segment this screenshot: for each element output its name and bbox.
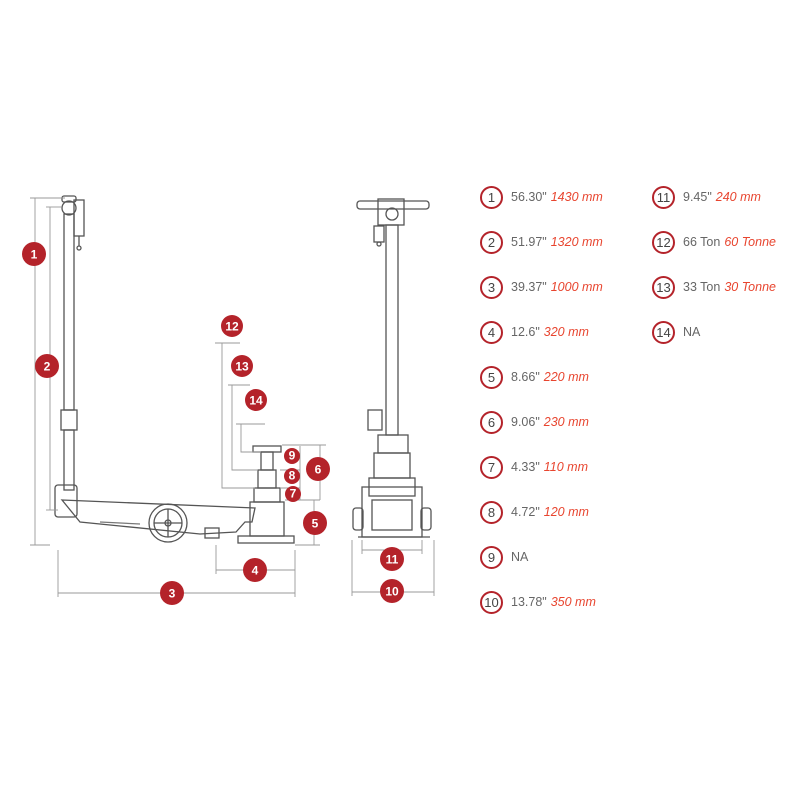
marker-circle-4 [243, 558, 267, 582]
marker-label-9: 9 [289, 449, 296, 463]
handle-tube-upper [63, 213, 75, 411]
marker-label-3: 3 [169, 587, 176, 601]
rear-wheel [148, 503, 188, 543]
marker-circle-13 [231, 355, 253, 377]
marker-circle-11 [380, 547, 404, 571]
marker-label-14: 14 [249, 394, 263, 408]
marker-label-12: 12 [225, 320, 239, 334]
front-handle-bar [356, 198, 430, 247]
marker-label-1: 1 [31, 248, 38, 262]
marker-circle-6 [306, 457, 330, 481]
lift-cylinder [237, 445, 295, 544]
marker-circle-3 [160, 581, 184, 605]
front-view [352, 198, 432, 538]
marker-circle-7 [285, 486, 301, 502]
marker-label-8: 8 [289, 469, 296, 483]
marker-label-6: 6 [315, 463, 322, 477]
handle-coupler [60, 409, 78, 431]
chassis-frame [60, 499, 256, 535]
marker-circle-10 [380, 579, 404, 603]
marker-circle-14 [245, 389, 267, 411]
front-handle-tube [385, 224, 399, 436]
marker-circle-8 [284, 468, 300, 484]
marker-label-13: 13 [235, 360, 249, 374]
handle-grip [61, 195, 85, 251]
marker-label-11: 11 [386, 553, 399, 567]
marker-circle-1 [22, 242, 46, 266]
marker-label-4: 4 [252, 564, 259, 578]
front-cylinder [377, 434, 409, 454]
marker-circle-12 [221, 315, 243, 337]
marker-label-2: 2 [44, 360, 51, 374]
marker-label-10: 10 [385, 585, 399, 599]
handle-tube-lower [63, 429, 75, 491]
front-wheel-right [420, 507, 432, 531]
marker-circle-9 [284, 448, 300, 464]
marker-circle-5 [303, 511, 327, 535]
front-wheel-left [352, 507, 364, 531]
marker-label-7: 7 [290, 487, 297, 501]
side-view [54, 195, 295, 544]
marker-circle-2 [35, 354, 59, 378]
marker-label-5: 5 [312, 517, 319, 531]
